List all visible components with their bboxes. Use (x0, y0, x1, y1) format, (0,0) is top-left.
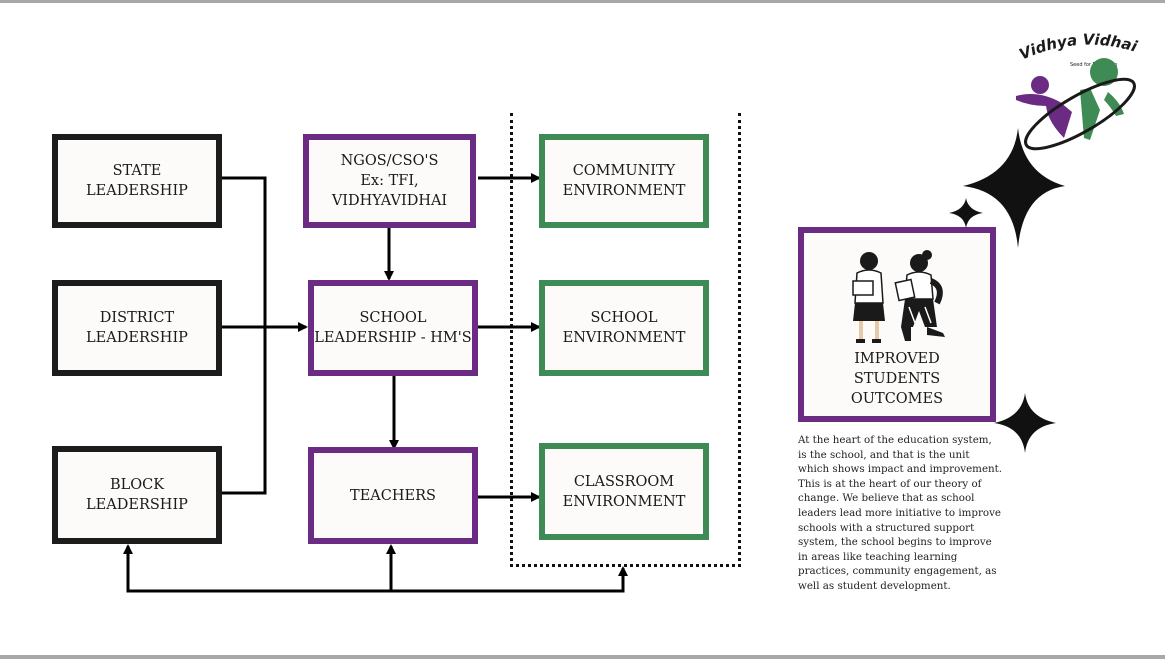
feedback-line (126, 546, 628, 593)
improved-outcomes-box: IMPROVED STUDENTS OUTCOMES (798, 227, 996, 422)
teachers-box: TEACHERS (308, 447, 478, 544)
sparkle-icon (963, 128, 1065, 248)
classroom-environment-box: CLASSROOM ENVIRONMENT (539, 443, 709, 540)
vidhya-vidhai-logo: Vidhya Vidhai Seed for Education (1016, 31, 1141, 151)
block-leadership-box: BLOCK LEADERSHIP (52, 446, 222, 544)
leadership-bracket-line (222, 176, 267, 495)
ngo-box: NGOS/CSO'S Ex: TFI, VIDHYAVIDHAI (303, 134, 476, 228)
small-sparkle-icon (949, 198, 983, 228)
logo-name: Vidhya Vidhai (1017, 31, 1141, 64)
community-environment-box: COMMUNITY ENVIRONMENT (539, 134, 709, 228)
sparkle-icon-bottom (994, 393, 1056, 453)
environment-boundary (510, 113, 741, 567)
bottom-border (0, 655, 1165, 659)
district-leadership-box: DISTRICT LEADERSHIP (52, 280, 222, 376)
outcome-title: IMPROVED STUDENTS OUTCOMES (850, 351, 944, 407)
school-leadership-box: SCHOOL LEADERSHIP - HM'S (308, 280, 478, 376)
students-illustration (852, 250, 945, 343)
description-text: At the heart of the education system, is… (798, 434, 1003, 592)
state-leadership-box: STATE LEADERSHIP (52, 134, 222, 228)
svg-text:Vidhya Vidhai: Vidhya Vidhai (1017, 31, 1141, 64)
school-environment-box: SCHOOL ENVIRONMENT (539, 280, 709, 376)
top-border (0, 0, 1165, 3)
